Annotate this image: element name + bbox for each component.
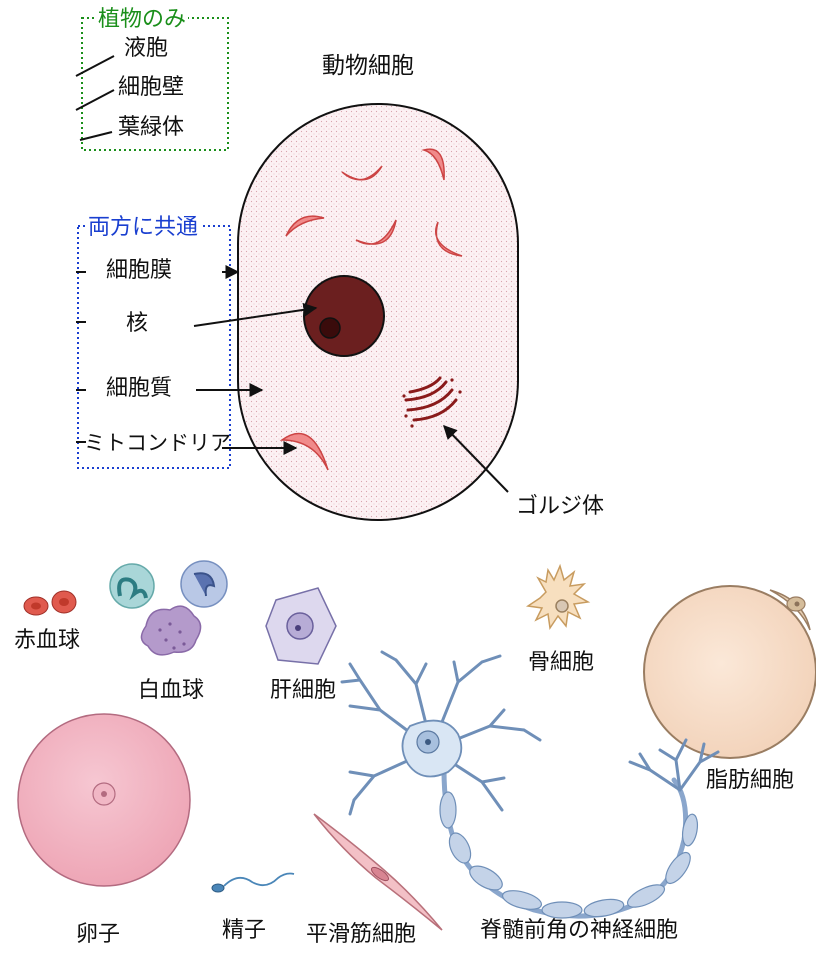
white-blood-cell-label: 白血球 bbox=[138, 680, 204, 702]
cell-membrane-label: 細胞膜 bbox=[106, 260, 172, 282]
mitochondria-label: ミトコンドリア bbox=[84, 433, 231, 454]
red-blood-cell-label: 赤血球 bbox=[14, 630, 80, 652]
animal-cell-title: 動物細胞 bbox=[322, 55, 414, 78]
golgi-label: ゴルジ体 bbox=[516, 496, 604, 518]
fat-cell-label: 脂肪細胞 bbox=[706, 770, 794, 792]
nucleus bbox=[304, 276, 384, 356]
sperm-label: 精子 bbox=[222, 920, 266, 942]
bone-cell-label: 骨細胞 bbox=[528, 652, 594, 674]
leader-chloroplast bbox=[80, 132, 112, 140]
cytoplasm-label: 細胞質 bbox=[106, 378, 172, 400]
neuron-soma bbox=[402, 721, 461, 777]
chloroplast-label: 葉緑体 bbox=[118, 117, 184, 139]
white-blood-cell-drawing bbox=[110, 561, 227, 655]
plant-only-title: 植物のみ bbox=[96, 9, 188, 31]
egg-cell-drawing bbox=[18, 714, 190, 886]
liver-cell-drawing bbox=[266, 588, 336, 664]
bone-cell-drawing bbox=[528, 566, 588, 628]
smooth-muscle-cell-drawing bbox=[314, 814, 442, 930]
nucleus-label: 核 bbox=[126, 313, 148, 335]
neuron-myelin bbox=[440, 792, 700, 919]
sperm-drawing bbox=[212, 874, 294, 893]
red-blood-cell-drawing bbox=[24, 591, 76, 615]
fat-cell-drawing bbox=[644, 586, 816, 758]
cell-wall-label: 細胞壁 bbox=[118, 77, 184, 99]
common-title: 両方に共通 bbox=[86, 217, 200, 239]
motor-neuron-label: 脊髄前角の神経細胞 bbox=[480, 920, 678, 942]
vacuole-label: 液胞 bbox=[124, 38, 168, 60]
liver-cell-label: 肝細胞 bbox=[270, 680, 336, 702]
egg-label: 卵子 bbox=[76, 924, 120, 946]
nucleolus bbox=[320, 318, 340, 338]
smooth-muscle-cell-label: 平滑筋細胞 bbox=[306, 924, 416, 946]
